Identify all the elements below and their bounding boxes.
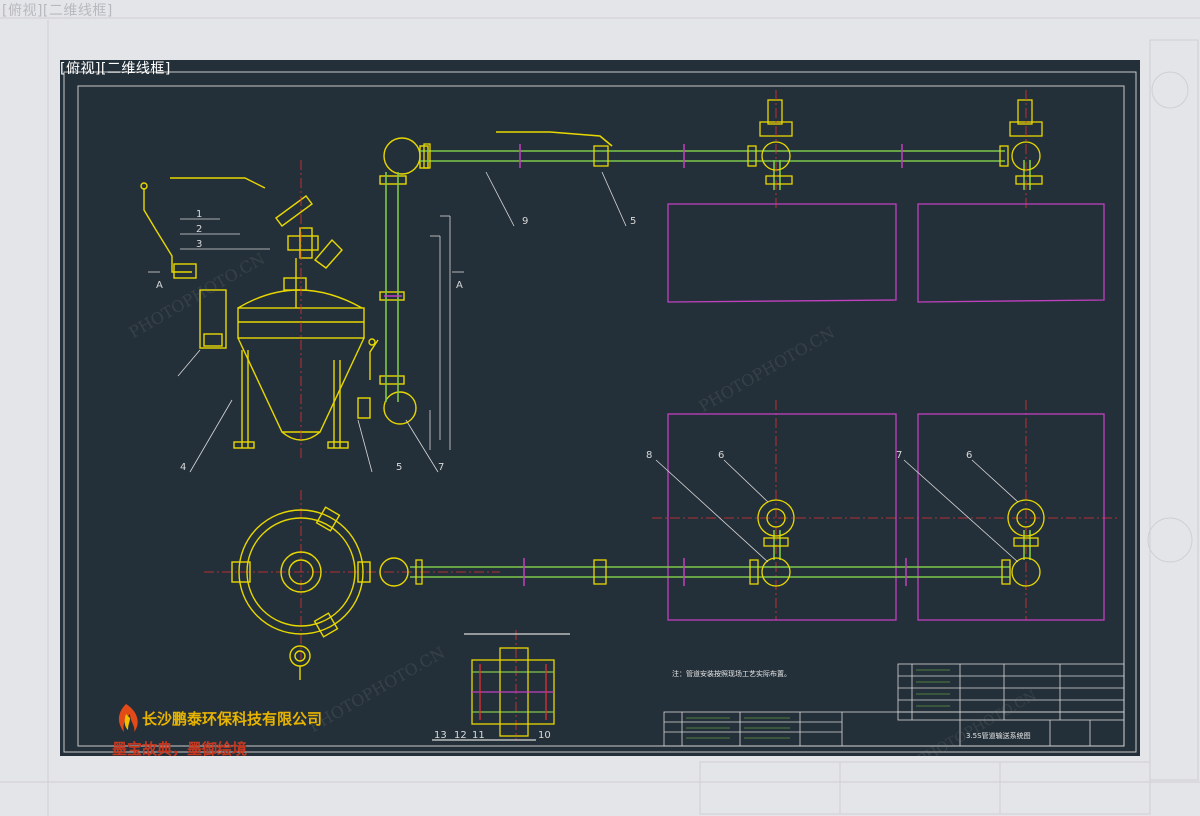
center-lines bbox=[204, 90, 1120, 740]
title-block bbox=[663, 663, 1125, 747]
company-name: 长沙鹏泰环保科技有限公司 bbox=[142, 710, 323, 728]
conveying-pipe-plan bbox=[410, 530, 1031, 578]
callout-4: 4 bbox=[180, 462, 186, 473]
viewport-label[interactable]: [俯视][二维线框] bbox=[60, 61, 171, 77]
section-detail bbox=[432, 633, 570, 741]
detail-callout-11: 11 bbox=[472, 730, 485, 741]
cad-viewport[interactable]: 1 2 3 4 5 7 9 5 8 6 7 6 13 12 11 10 A A … bbox=[60, 60, 1140, 756]
background-view-label: [俯视][二维线框] bbox=[2, 3, 113, 19]
callout-9: 9 bbox=[522, 216, 528, 227]
title-block-fill-lines bbox=[686, 669, 950, 739]
plan-pipe-fittings bbox=[415, 499, 1045, 587]
detail-callout-12: 12 bbox=[454, 730, 467, 741]
leader-lines-top bbox=[148, 171, 627, 473]
callout-5: 5 bbox=[396, 462, 402, 473]
callout-1: 1 bbox=[196, 209, 202, 220]
vessel-side-view bbox=[140, 137, 429, 449]
section-marker-right: A bbox=[456, 280, 463, 291]
section-marker-left: A bbox=[156, 280, 163, 291]
callout-5b: 5 bbox=[630, 216, 636, 227]
callout-3: 3 bbox=[196, 239, 202, 250]
callout-6b: 6 bbox=[966, 450, 972, 461]
cad-drawing: 1 2 3 4 5 7 9 5 8 6 7 6 13 12 11 10 A A … bbox=[63, 71, 1137, 753]
drawing-name: 3.5S管道输送系统图 bbox=[966, 731, 1031, 740]
company-logo bbox=[118, 704, 138, 732]
top-pipe-flanges bbox=[423, 99, 1043, 185]
callout-8: 8 bbox=[646, 450, 652, 461]
detail-callout-10: 10 bbox=[538, 730, 551, 741]
vessel-plan-view bbox=[231, 506, 409, 680]
silo-outlines bbox=[667, 203, 1105, 621]
conveying-pipe-top bbox=[385, 131, 1031, 402]
callout-7b: 7 bbox=[896, 450, 902, 461]
leader-lines-plan bbox=[655, 459, 1019, 563]
plan-pipe-flanges-magenta bbox=[523, 558, 907, 586]
top-pipe-flanges-magenta bbox=[384, 144, 903, 297]
drawing-frame bbox=[63, 71, 1137, 753]
detail-callout-13: 13 bbox=[434, 730, 447, 741]
drawing-note: 注：管道安装按照现场工艺实际布置。 bbox=[672, 669, 791, 678]
callout-7: 7 bbox=[438, 462, 444, 473]
callout-2: 2 bbox=[196, 224, 202, 235]
callout-6: 6 bbox=[718, 450, 724, 461]
company-slogan: 墨宝故典，墨御绘境 bbox=[112, 740, 248, 756]
